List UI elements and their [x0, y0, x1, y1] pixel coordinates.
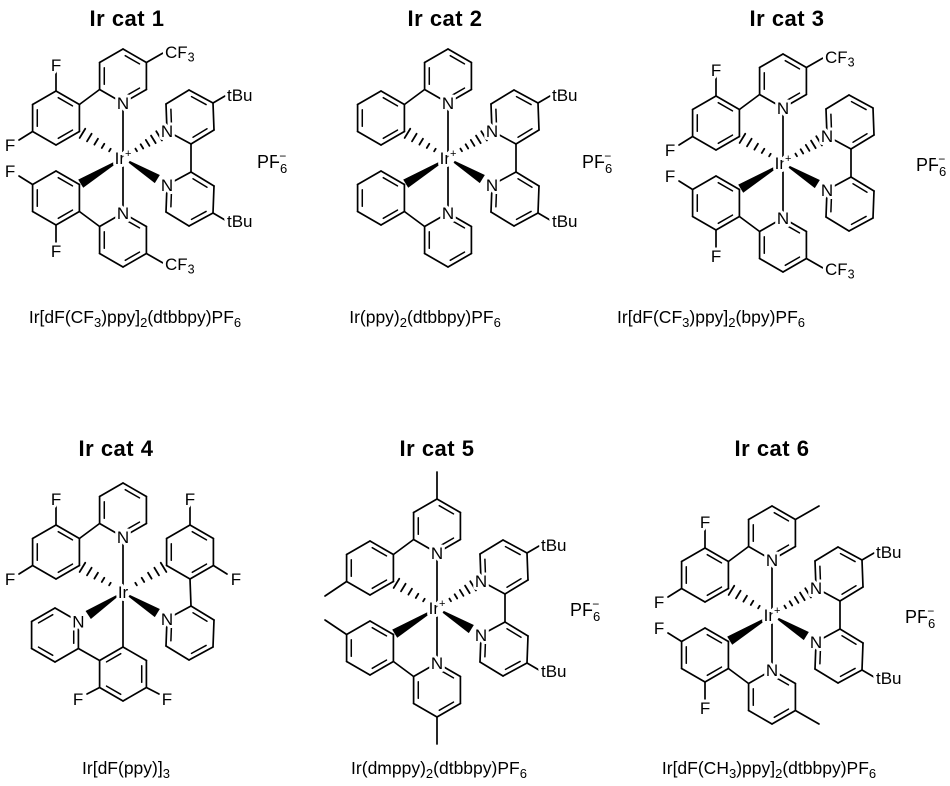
catalyst-formula-4: Ir[dF(ppy)]3 [82, 758, 170, 781]
atom-label-nitrogen: N [117, 94, 129, 113]
metal-label: Ir+ [440, 148, 457, 168]
atom-label-nitrogen: N [117, 204, 129, 223]
substituent-label-fluorine: F [51, 490, 61, 509]
atom-label-nitrogen: N [821, 127, 833, 146]
substituent-label-tbu: tBu [876, 543, 902, 562]
catalyst-formula-2: Ir(ppy)2(dtbbpy)PF6 [349, 307, 501, 330]
catalyst-formula-6: Ir[dF(CH3)ppy]2(dtbbpy)PF6 [661, 758, 877, 781]
catalyst-formula-3: Ir[dF(CF3)ppy]2(bpy)PF6 [617, 307, 805, 330]
atom-label-nitrogen: N [475, 572, 487, 591]
metal-label: Ir [118, 583, 129, 602]
atom-label-nitrogen: N [161, 176, 173, 195]
substituent-label-cf3: CF3 [165, 255, 195, 277]
atom-label-nitrogen: N [777, 209, 789, 228]
counterion-label: PF6− [570, 597, 600, 624]
atom-label-nitrogen: N [161, 610, 173, 629]
substituent-label-tbu: tBu [552, 86, 578, 105]
atom-label-nitrogen: N [442, 94, 454, 113]
atom-label-nitrogen: N [431, 654, 443, 673]
atom-label-nitrogen: N [117, 528, 129, 547]
atom-label-nitrogen: N [486, 122, 498, 141]
catalyst-title-3: Ir cat 3 [749, 6, 825, 31]
counterion-label: PF6− [582, 149, 612, 176]
substituent-label-fluorine: F [231, 570, 241, 589]
substituent-label-fluorine: F [700, 699, 710, 718]
substituent-label-cf3: CF3 [825, 260, 855, 282]
substituent-label-fluorine: F [711, 247, 721, 266]
metal-label: Ir+ [429, 598, 446, 618]
substituent-label-fluorine: F [5, 570, 15, 589]
atom-label-nitrogen: N [766, 551, 778, 570]
substituent-label-fluorine: F [665, 167, 675, 186]
catalyst-formula-1: Ir[dF(CF3)ppy]2(dtbbpy)PF6 [28, 307, 242, 330]
counterion-label: PF6− [905, 604, 935, 631]
catalyst-formula-5: Ir(dmppy)2(dtbbpy)PF6 [351, 758, 527, 781]
substituent-label-fluorine: F [711, 61, 721, 80]
ir-cat-4-structure: N F F F F N N F F Ir [2, 482, 244, 712]
substituent-label-fluorine: F [5, 162, 15, 181]
atom-label-nitrogen: N [821, 181, 833, 200]
metal-label: Ir+ [775, 153, 792, 173]
substituent-label-fluorine: F [654, 619, 664, 638]
substituent-label-tbu: tBu [876, 669, 902, 688]
substituent-label-tbu: tBu [227, 212, 253, 231]
atom-label-nitrogen: N [486, 176, 498, 195]
metal-label: Ir+ [115, 148, 132, 168]
atom-label-nitrogen: N [810, 633, 822, 652]
catalyst-title-4: Ir cat 4 [78, 436, 154, 461]
catalyst-title-5: Ir cat 5 [399, 436, 475, 461]
substituent-label-tbu: tBu [227, 86, 253, 105]
atom-label-nitrogen: N [475, 626, 487, 645]
atom-label-nitrogen: N [431, 544, 443, 563]
substituent-label-tbu: tBu [552, 212, 578, 231]
counterion-label: PF6− [916, 152, 946, 179]
substituent-label-fluorine: F [700, 513, 710, 532]
atom-label-nitrogen: N [442, 204, 454, 223]
substituent-label-fluorine: F [73, 690, 83, 709]
substituent-label-tbu: tBu [541, 536, 567, 555]
substituent-label-fluorine: F [51, 56, 61, 75]
substituent-label-fluorine: F [185, 490, 195, 509]
substituent-label-fluorine: F [162, 690, 172, 709]
substituent-label-cf3: CF3 [825, 48, 855, 70]
atom-label-nitrogen: N [777, 99, 789, 118]
atom-label-nitrogen: N [161, 122, 173, 141]
metal-label: Ir+ [764, 605, 781, 625]
catalyst-title-6: Ir cat 6 [734, 436, 810, 461]
substituent-label-fluorine: F [665, 141, 675, 160]
substituent-label-fluorine: F [5, 136, 15, 155]
atom-label-nitrogen: N [766, 661, 778, 680]
catalyst-title-2: Ir cat 2 [407, 6, 483, 31]
substituent-label-fluorine: F [51, 242, 61, 261]
catalyst-title-1: Ir cat 1 [89, 6, 165, 31]
substituent-label-fluorine: F [654, 593, 664, 612]
substituent-label-cf3: CF3 [165, 43, 195, 65]
atom-label-nitrogen: N [72, 613, 84, 632]
atom-label-nitrogen: N [810, 579, 822, 598]
counterion-label: PF6− [257, 149, 287, 176]
substituent-label-tbu: tBu [541, 662, 567, 681]
